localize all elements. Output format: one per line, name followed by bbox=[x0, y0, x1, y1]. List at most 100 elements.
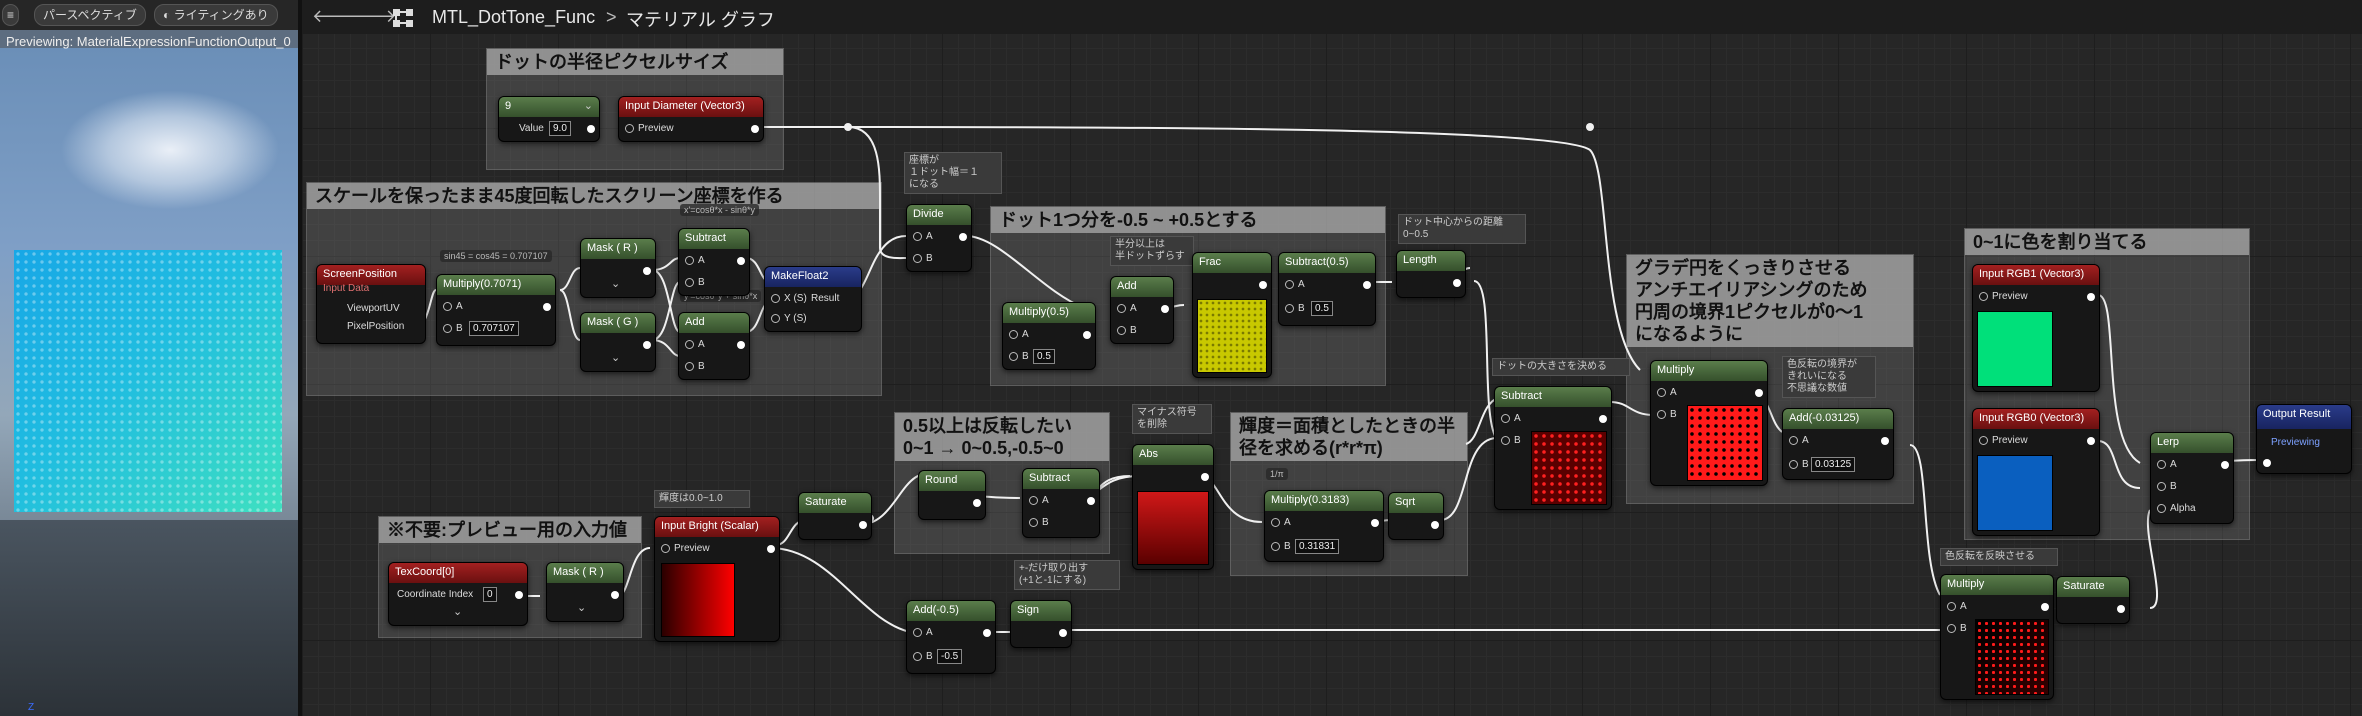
output-pin[interactable] bbox=[515, 591, 523, 599]
node-input-rgb1[interactable]: Input RGB1 (Vector3) Preview bbox=[1972, 264, 2100, 392]
output-pin[interactable] bbox=[973, 499, 981, 507]
node-sign[interactable]: Sign bbox=[1010, 600, 1072, 648]
note-invert-boundary[interactable]: 色反転の境界が きれいになる 不思議な数値 bbox=[1782, 356, 1876, 398]
pin-b[interactable]: B bbox=[1117, 325, 1137, 336]
node-subtract-05[interactable]: Subtract(0.5) A B 0.5 bbox=[1278, 252, 1376, 326]
node-multiply-0707[interactable]: Multiply(0.7071) A B 0.707107 bbox=[436, 274, 556, 346]
output-pin[interactable] bbox=[737, 341, 745, 349]
output-pin[interactable] bbox=[751, 125, 759, 133]
node-saturate-bright[interactable]: Saturate bbox=[798, 492, 872, 540]
b-value-field[interactable]: 0.5 bbox=[1033, 349, 1055, 364]
preview-pin[interactable]: Preview bbox=[661, 543, 710, 554]
pin-x[interactable]: X (S) bbox=[771, 293, 807, 304]
node-multiply-antialias[interactable]: Multiply A B bbox=[1650, 360, 1768, 486]
output-pin[interactable] bbox=[959, 233, 967, 241]
output-pin[interactable] bbox=[859, 521, 867, 529]
b-value-field[interactable]: 0.5 bbox=[1311, 301, 1333, 316]
output-pin[interactable] bbox=[1161, 305, 1169, 313]
output-pin[interactable] bbox=[643, 267, 651, 275]
chevron-down-icon[interactable]: ⌄ bbox=[583, 100, 593, 112]
node-screen-position[interactable]: ScreenPosition Input Data ViewportUV Pix… bbox=[316, 264, 426, 344]
preview-viewport[interactable] bbox=[0, 0, 298, 716]
output-pin[interactable] bbox=[611, 591, 619, 599]
note-sign-hint[interactable]: +-だけ取り出す (+1と-1にする) bbox=[1014, 560, 1120, 590]
pin-b[interactable]: B bbox=[1285, 303, 1305, 314]
note-half-dot[interactable]: 半分以上は 半ドットずらす bbox=[1110, 236, 1194, 266]
node-round[interactable]: Round bbox=[918, 470, 986, 520]
output-pin[interactable] bbox=[2221, 461, 2229, 469]
pin-a[interactable]: A bbox=[685, 339, 705, 350]
output-pin[interactable] bbox=[983, 629, 991, 637]
pin-b[interactable]: B bbox=[913, 253, 933, 264]
chevron-down-icon[interactable]: ⌄ bbox=[611, 352, 621, 364]
output-pin[interactable] bbox=[1453, 279, 1461, 287]
chevron-down-icon[interactable]: ⌄ bbox=[577, 602, 587, 614]
pin-b[interactable]: B bbox=[1947, 623, 1967, 634]
pin-a[interactable]: A bbox=[1029, 495, 1049, 506]
output-pin[interactable] bbox=[1259, 281, 1267, 289]
node-input-rgb0[interactable]: Input RGB0 (Vector3) Preview bbox=[1972, 408, 2100, 536]
node-input-bright[interactable]: Input Bright (Scalar) Preview bbox=[654, 516, 780, 642]
node-scalar-9[interactable]: 9 ⌄ Value 9.0 bbox=[498, 96, 600, 142]
node-makefloat2[interactable]: MakeFloat2 X (S) Y (S) Result bbox=[764, 266, 862, 332]
output-pin[interactable] bbox=[767, 545, 775, 553]
pin-y[interactable]: Y (S) bbox=[771, 313, 807, 324]
node-divide[interactable]: Divide A B bbox=[906, 204, 972, 272]
breadcrumb-asset[interactable]: MTL_DotTone_Func bbox=[432, 7, 596, 27]
node-add-neg05[interactable]: Add(-0.5) A B -0.5 bbox=[906, 600, 996, 674]
output-pin[interactable] bbox=[1431, 521, 1439, 529]
node-subtract-rot[interactable]: Subtract A B bbox=[678, 228, 750, 296]
output-pin[interactable] bbox=[1201, 473, 1209, 481]
output-pin[interactable] bbox=[643, 341, 651, 349]
panel-splitter[interactable] bbox=[298, 0, 302, 716]
pin-a[interactable]: A bbox=[443, 301, 463, 312]
pin-b[interactable]: B bbox=[1501, 435, 1521, 446]
pin-a[interactable]: A bbox=[1009, 329, 1029, 340]
forward-arrow-icon[interactable]: 🡒 bbox=[348, 6, 397, 26]
node-input-diameter[interactable]: Input Diameter (Vector3) Preview bbox=[618, 96, 764, 142]
pin-b[interactable]: B bbox=[1657, 409, 1677, 420]
node-add-halfdot[interactable]: Add A B bbox=[1110, 276, 1174, 344]
node-multiply-03183[interactable]: Multiply(0.3183) A B 0.31831 bbox=[1264, 490, 1384, 562]
b-value-field[interactable]: 0.31831 bbox=[1295, 539, 1340, 554]
back-arrow-icon[interactable]: 🡐 bbox=[312, 6, 361, 26]
pixelposition-pin[interactable]: PixelPosition bbox=[347, 321, 405, 332]
b-value-field[interactable]: -0.5 bbox=[937, 649, 963, 664]
chevron-down-icon[interactable]: ⌄ bbox=[453, 606, 463, 618]
menu-button[interactable]: ≡ bbox=[2, 4, 20, 26]
output-pin[interactable] bbox=[1059, 629, 1067, 637]
node-multiply-05[interactable]: Multiply(0.5) A B 0.5 bbox=[1002, 302, 1096, 370]
note-brightness-range[interactable]: 輝度は0.0~1.0 bbox=[654, 490, 750, 508]
output-pin[interactable] bbox=[2117, 605, 2125, 613]
pin-a[interactable]: A bbox=[1947, 601, 1967, 612]
pin-a[interactable]: A bbox=[1501, 413, 1521, 424]
preview-pin[interactable]: Preview bbox=[625, 123, 674, 134]
pin-a[interactable]: A bbox=[1271, 517, 1291, 528]
b-value-field[interactable]: 0.03125 bbox=[1811, 457, 1856, 472]
node-sqrt[interactable]: Sqrt bbox=[1388, 492, 1444, 540]
output-pin[interactable] bbox=[543, 303, 551, 311]
node-texcoord[interactable]: TexCoord[0] Coordinate Index 0 ⌄ bbox=[388, 562, 528, 626]
node-multiply-invert[interactable]: Multiply A B bbox=[1940, 574, 2054, 700]
output-pin[interactable] bbox=[2087, 293, 2095, 301]
pin-a[interactable]: A bbox=[913, 231, 933, 242]
pin-a[interactable]: A bbox=[685, 255, 705, 266]
b-value-field[interactable]: 0.707107 bbox=[469, 321, 519, 336]
output-pin[interactable] bbox=[587, 125, 595, 133]
note-distance-from-center[interactable]: ドット中心からの距離 0~0.5 bbox=[1398, 214, 1526, 244]
pin-b[interactable]: B bbox=[1789, 459, 1809, 470]
node-mask-r-preview[interactable]: Mask ( R ) ⌄ bbox=[546, 562, 624, 622]
output-pin[interactable] bbox=[2041, 603, 2049, 611]
chevron-down-icon[interactable]: ⌄ bbox=[611, 278, 621, 290]
lighting-button[interactable]: ◐ ライティングあり bbox=[154, 4, 278, 26]
node-mask-r[interactable]: Mask ( R ) ⌄ bbox=[580, 238, 656, 298]
note-drop-sign[interactable]: マイナス符号 を削除 bbox=[1132, 404, 1212, 434]
result-pin[interactable]: Result bbox=[811, 293, 840, 304]
node-subtract-dotsize[interactable]: Subtract A B bbox=[1494, 386, 1612, 510]
pin-a[interactable]: A bbox=[2157, 459, 2177, 470]
pin-b[interactable]: B bbox=[1029, 517, 1049, 528]
perspective-button[interactable]: パースペクティブ bbox=[34, 4, 146, 26]
node-frac[interactable]: Frac bbox=[1192, 252, 1272, 378]
node-length[interactable]: Length bbox=[1396, 250, 1466, 298]
output-pin[interactable] bbox=[1599, 415, 1607, 423]
